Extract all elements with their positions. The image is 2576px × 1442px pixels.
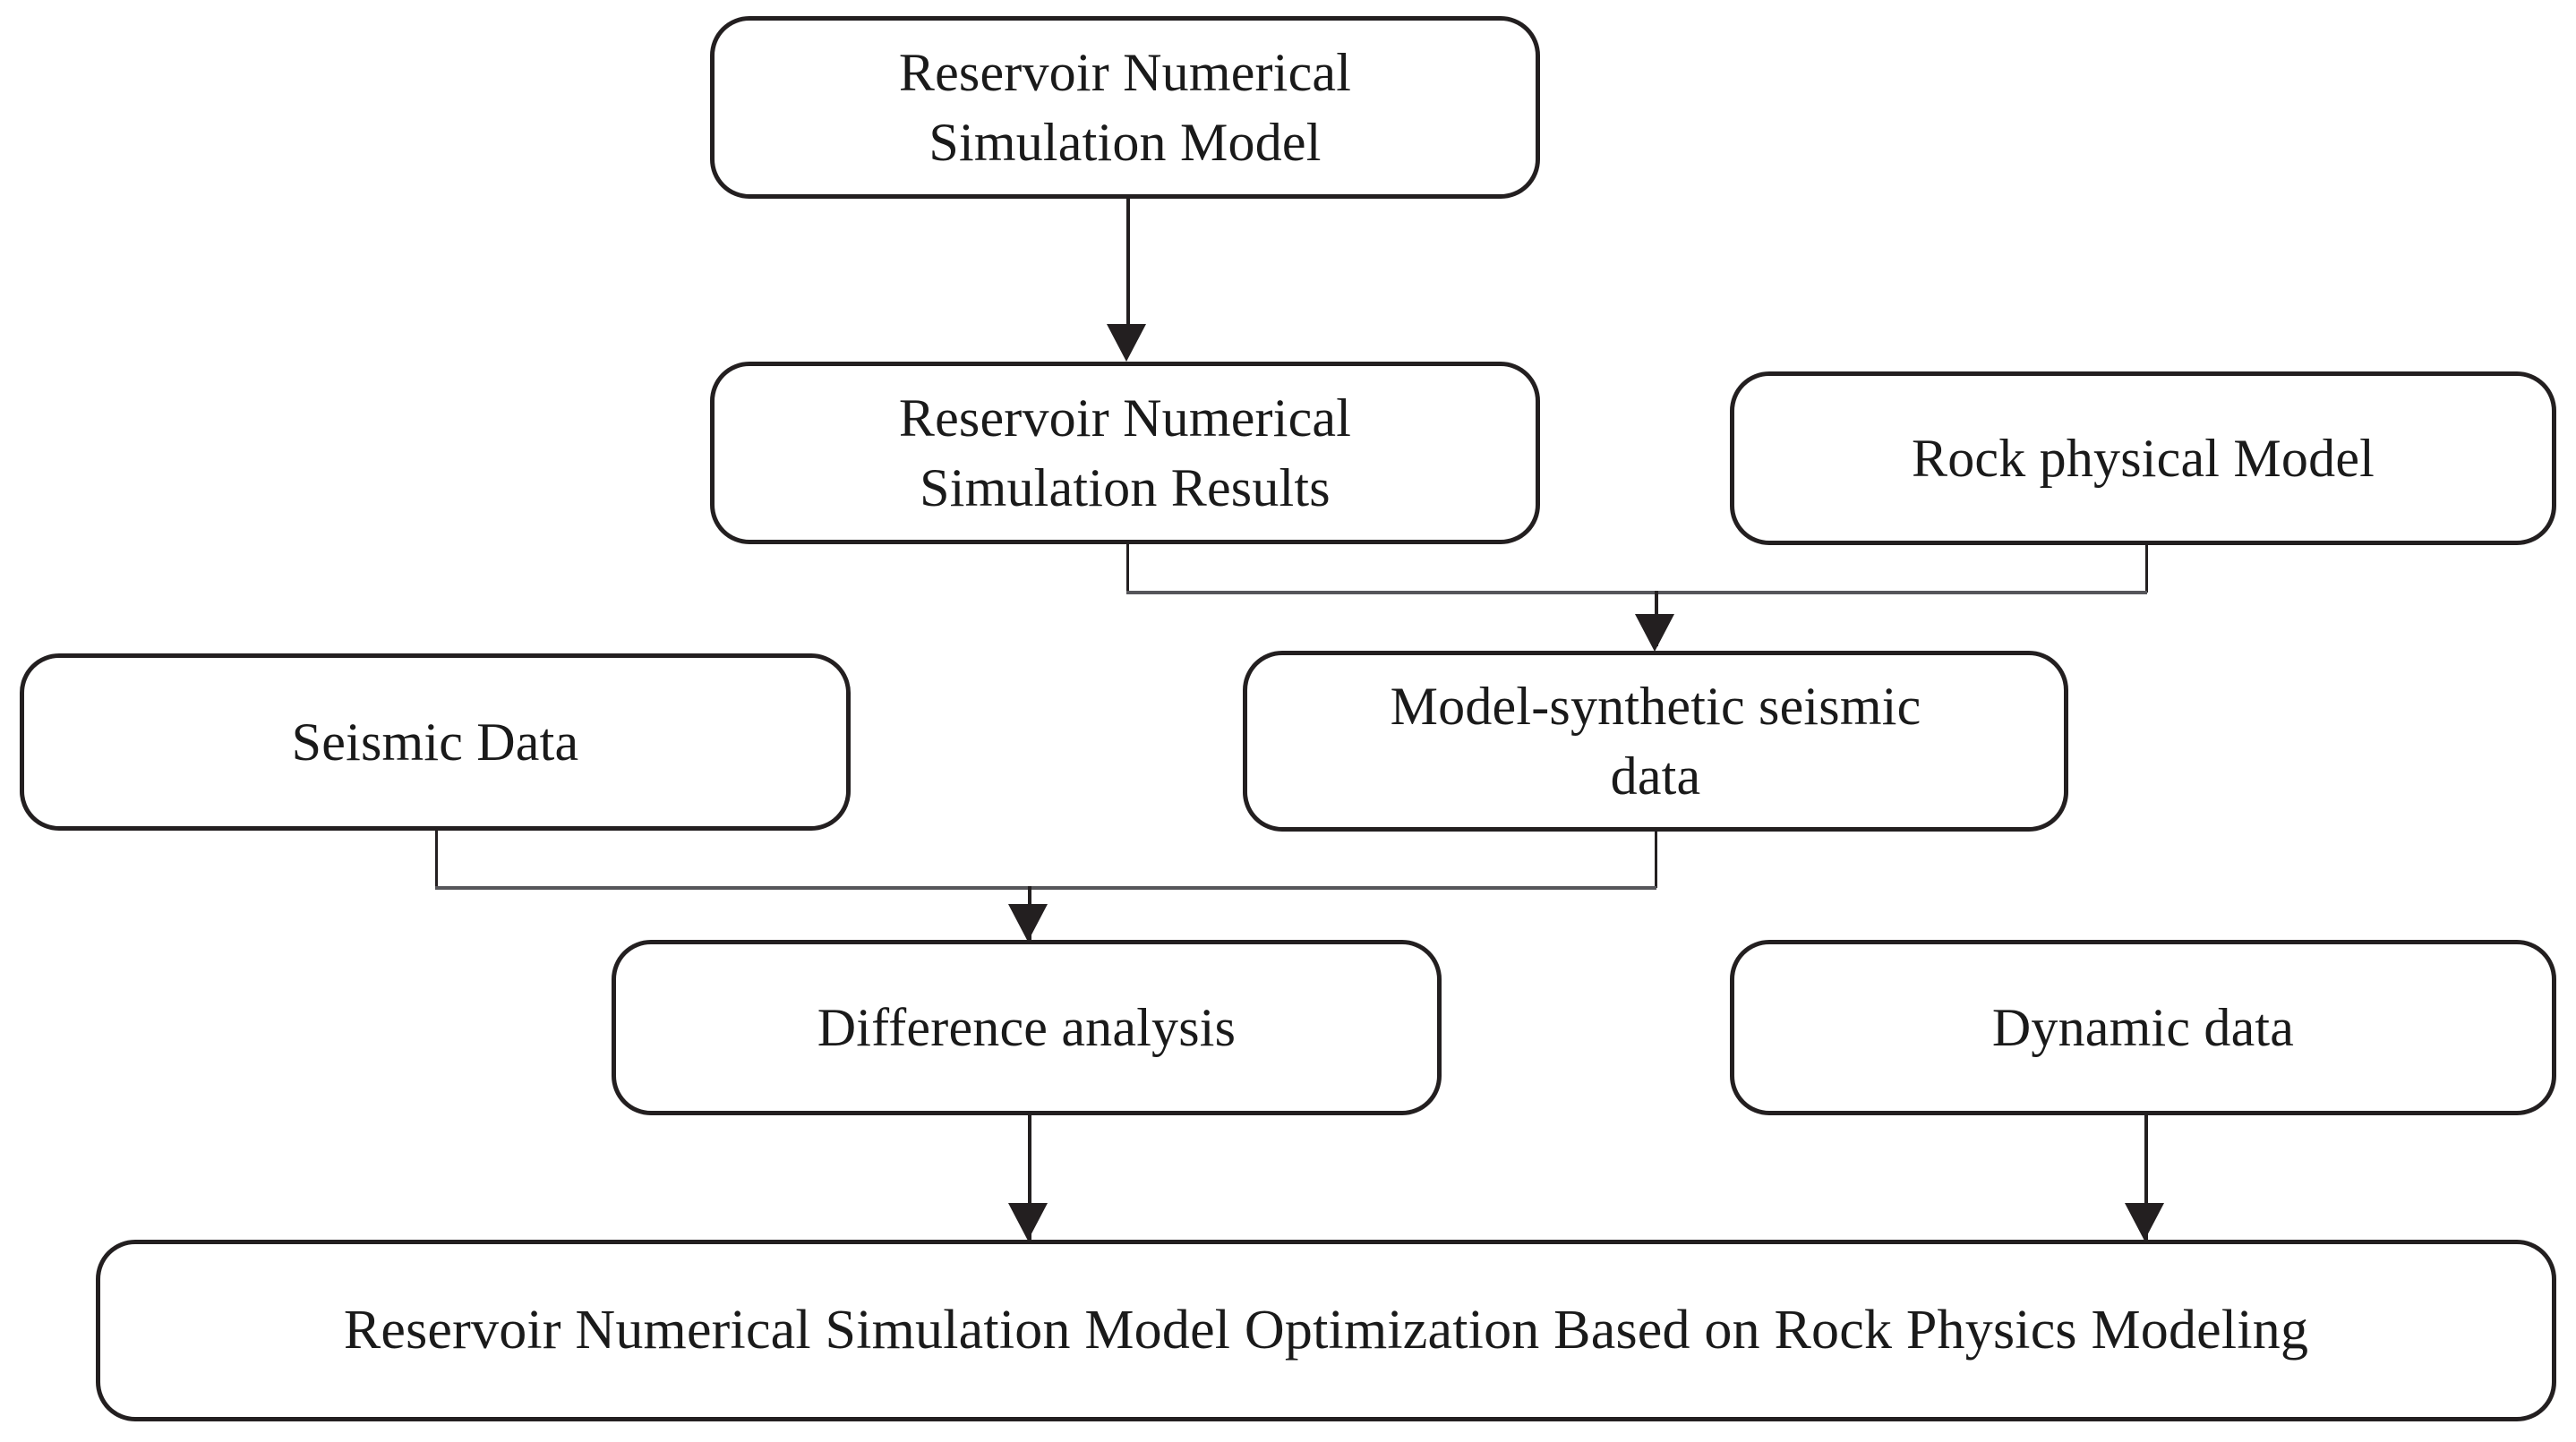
node-rock-physical-model[interactable]: Rock physical Model xyxy=(1730,371,2556,545)
connector-merge-bar-difference xyxy=(435,886,1656,890)
node-model-synthetic-seismic-data[interactable]: Model-synthetic seismic data xyxy=(1243,651,2068,832)
node-label: Difference analysis xyxy=(817,998,1237,1057)
connector-dynamic-to-optimization-arrowhead xyxy=(2125,1203,2164,1241)
node-reservoir-numerical-simulation-results[interactable]: Reservoir Numerical Simulation Results xyxy=(710,362,1540,544)
node-label: Reservoir Numerical Simulation Results xyxy=(898,388,1352,517)
node-difference-analysis[interactable]: Difference analysis xyxy=(612,940,1442,1115)
connector-merge-to-synthetic-arrowhead xyxy=(1635,614,1674,652)
node-label: Dynamic data xyxy=(1991,998,2295,1057)
connector-seismic-drop-line xyxy=(435,829,438,888)
node-label: Model-synthetic seismic data xyxy=(1390,677,1921,806)
node-label: Rock physical Model xyxy=(1911,429,2375,488)
connector-difference-to-optimization-line xyxy=(1028,1115,1031,1241)
node-label: Reservoir Numerical Simulation Model Opt… xyxy=(343,1300,2309,1361)
connector-results-drop-line xyxy=(1126,542,1129,593)
connector-synthetic-drop-line xyxy=(1655,830,1657,888)
connector-merge-bar-synthetic xyxy=(1126,591,2147,594)
connector-model-to-results-arrowhead xyxy=(1107,324,1146,362)
connector-model-to-results-line xyxy=(1126,199,1130,326)
node-label: Seismic Data xyxy=(291,712,579,772)
connector-difference-to-optimization-arrowhead xyxy=(1008,1203,1048,1241)
connector-merge-to-difference-arrowhead xyxy=(1008,904,1048,942)
connector-rock-drop-line xyxy=(2145,543,2148,593)
node-optimization-result[interactable]: Reservoir Numerical Simulation Model Opt… xyxy=(96,1240,2556,1421)
connector-dynamic-to-optimization-line xyxy=(2144,1115,2148,1241)
node-dynamic-data[interactable]: Dynamic data xyxy=(1730,940,2556,1115)
node-label: Reservoir Numerical Simulation Model xyxy=(898,43,1352,172)
node-reservoir-numerical-simulation-model[interactable]: Reservoir Numerical Simulation Model xyxy=(710,16,1540,199)
node-seismic-data[interactable]: Seismic Data xyxy=(20,653,851,831)
